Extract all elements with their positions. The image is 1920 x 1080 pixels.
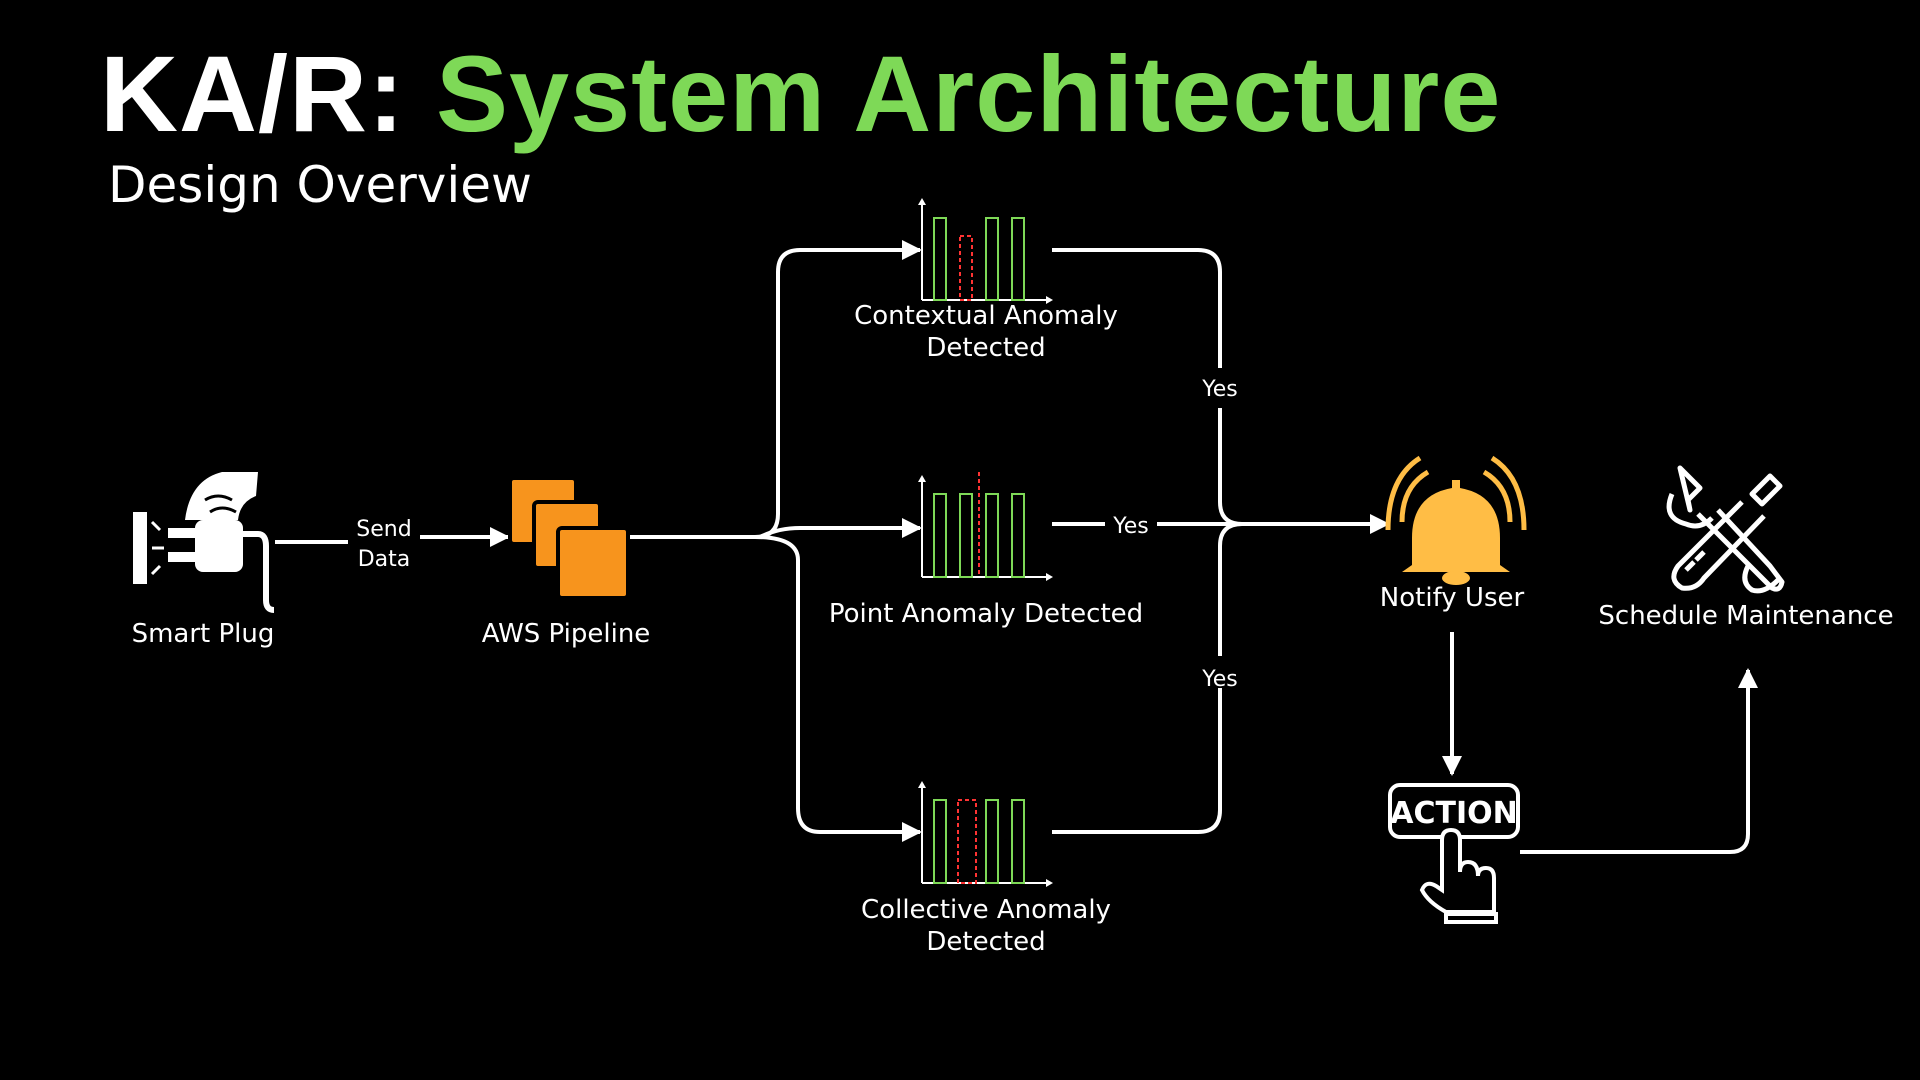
aws-stack-icon bbox=[508, 476, 630, 600]
title-main: System Architecture bbox=[435, 33, 1502, 154]
aws-label: AWS Pipeline bbox=[482, 619, 651, 649]
yes-label-mid: Yes bbox=[1112, 514, 1149, 539]
point-label: Point Anomaly Detected bbox=[829, 599, 1143, 629]
merge-edges bbox=[1052, 248, 1390, 834]
plug-icon bbox=[133, 472, 275, 613]
collective-label-line2: Detected bbox=[926, 927, 1045, 957]
page-title: KA/R: System Architecture bbox=[100, 40, 1501, 148]
point-chart-icon bbox=[918, 472, 1053, 581]
send-data-label-line2: Data bbox=[358, 547, 411, 572]
bell-icon bbox=[1385, 455, 1527, 585]
tools-icon bbox=[1666, 465, 1785, 594]
smart-plug-label: Smart Plug bbox=[132, 619, 275, 649]
yes-label-top: Yes bbox=[1201, 377, 1238, 402]
action-label: ACTION bbox=[1390, 796, 1517, 831]
pointer-hand-icon bbox=[1419, 827, 1498, 924]
schedule-label: Schedule Maintenance bbox=[1598, 601, 1893, 631]
send-data-label-line1: Send bbox=[356, 517, 411, 542]
branch-edges bbox=[630, 240, 922, 842]
collective-chart-icon bbox=[918, 781, 1053, 887]
title-prefix: KA/R: bbox=[100, 33, 405, 154]
contextual-label-line1: Contextual Anomaly bbox=[854, 301, 1118, 331]
edge-action-schedule bbox=[1520, 668, 1758, 854]
collective-label-line1: Collective Anomaly bbox=[861, 895, 1111, 925]
contextual-label-line2: Detected bbox=[926, 333, 1045, 363]
page-subtitle: Design Overview bbox=[108, 156, 532, 214]
yes-label-bottom: Yes bbox=[1201, 667, 1238, 692]
contextual-chart-icon bbox=[918, 198, 1053, 304]
notify-label: Notify User bbox=[1380, 583, 1525, 613]
